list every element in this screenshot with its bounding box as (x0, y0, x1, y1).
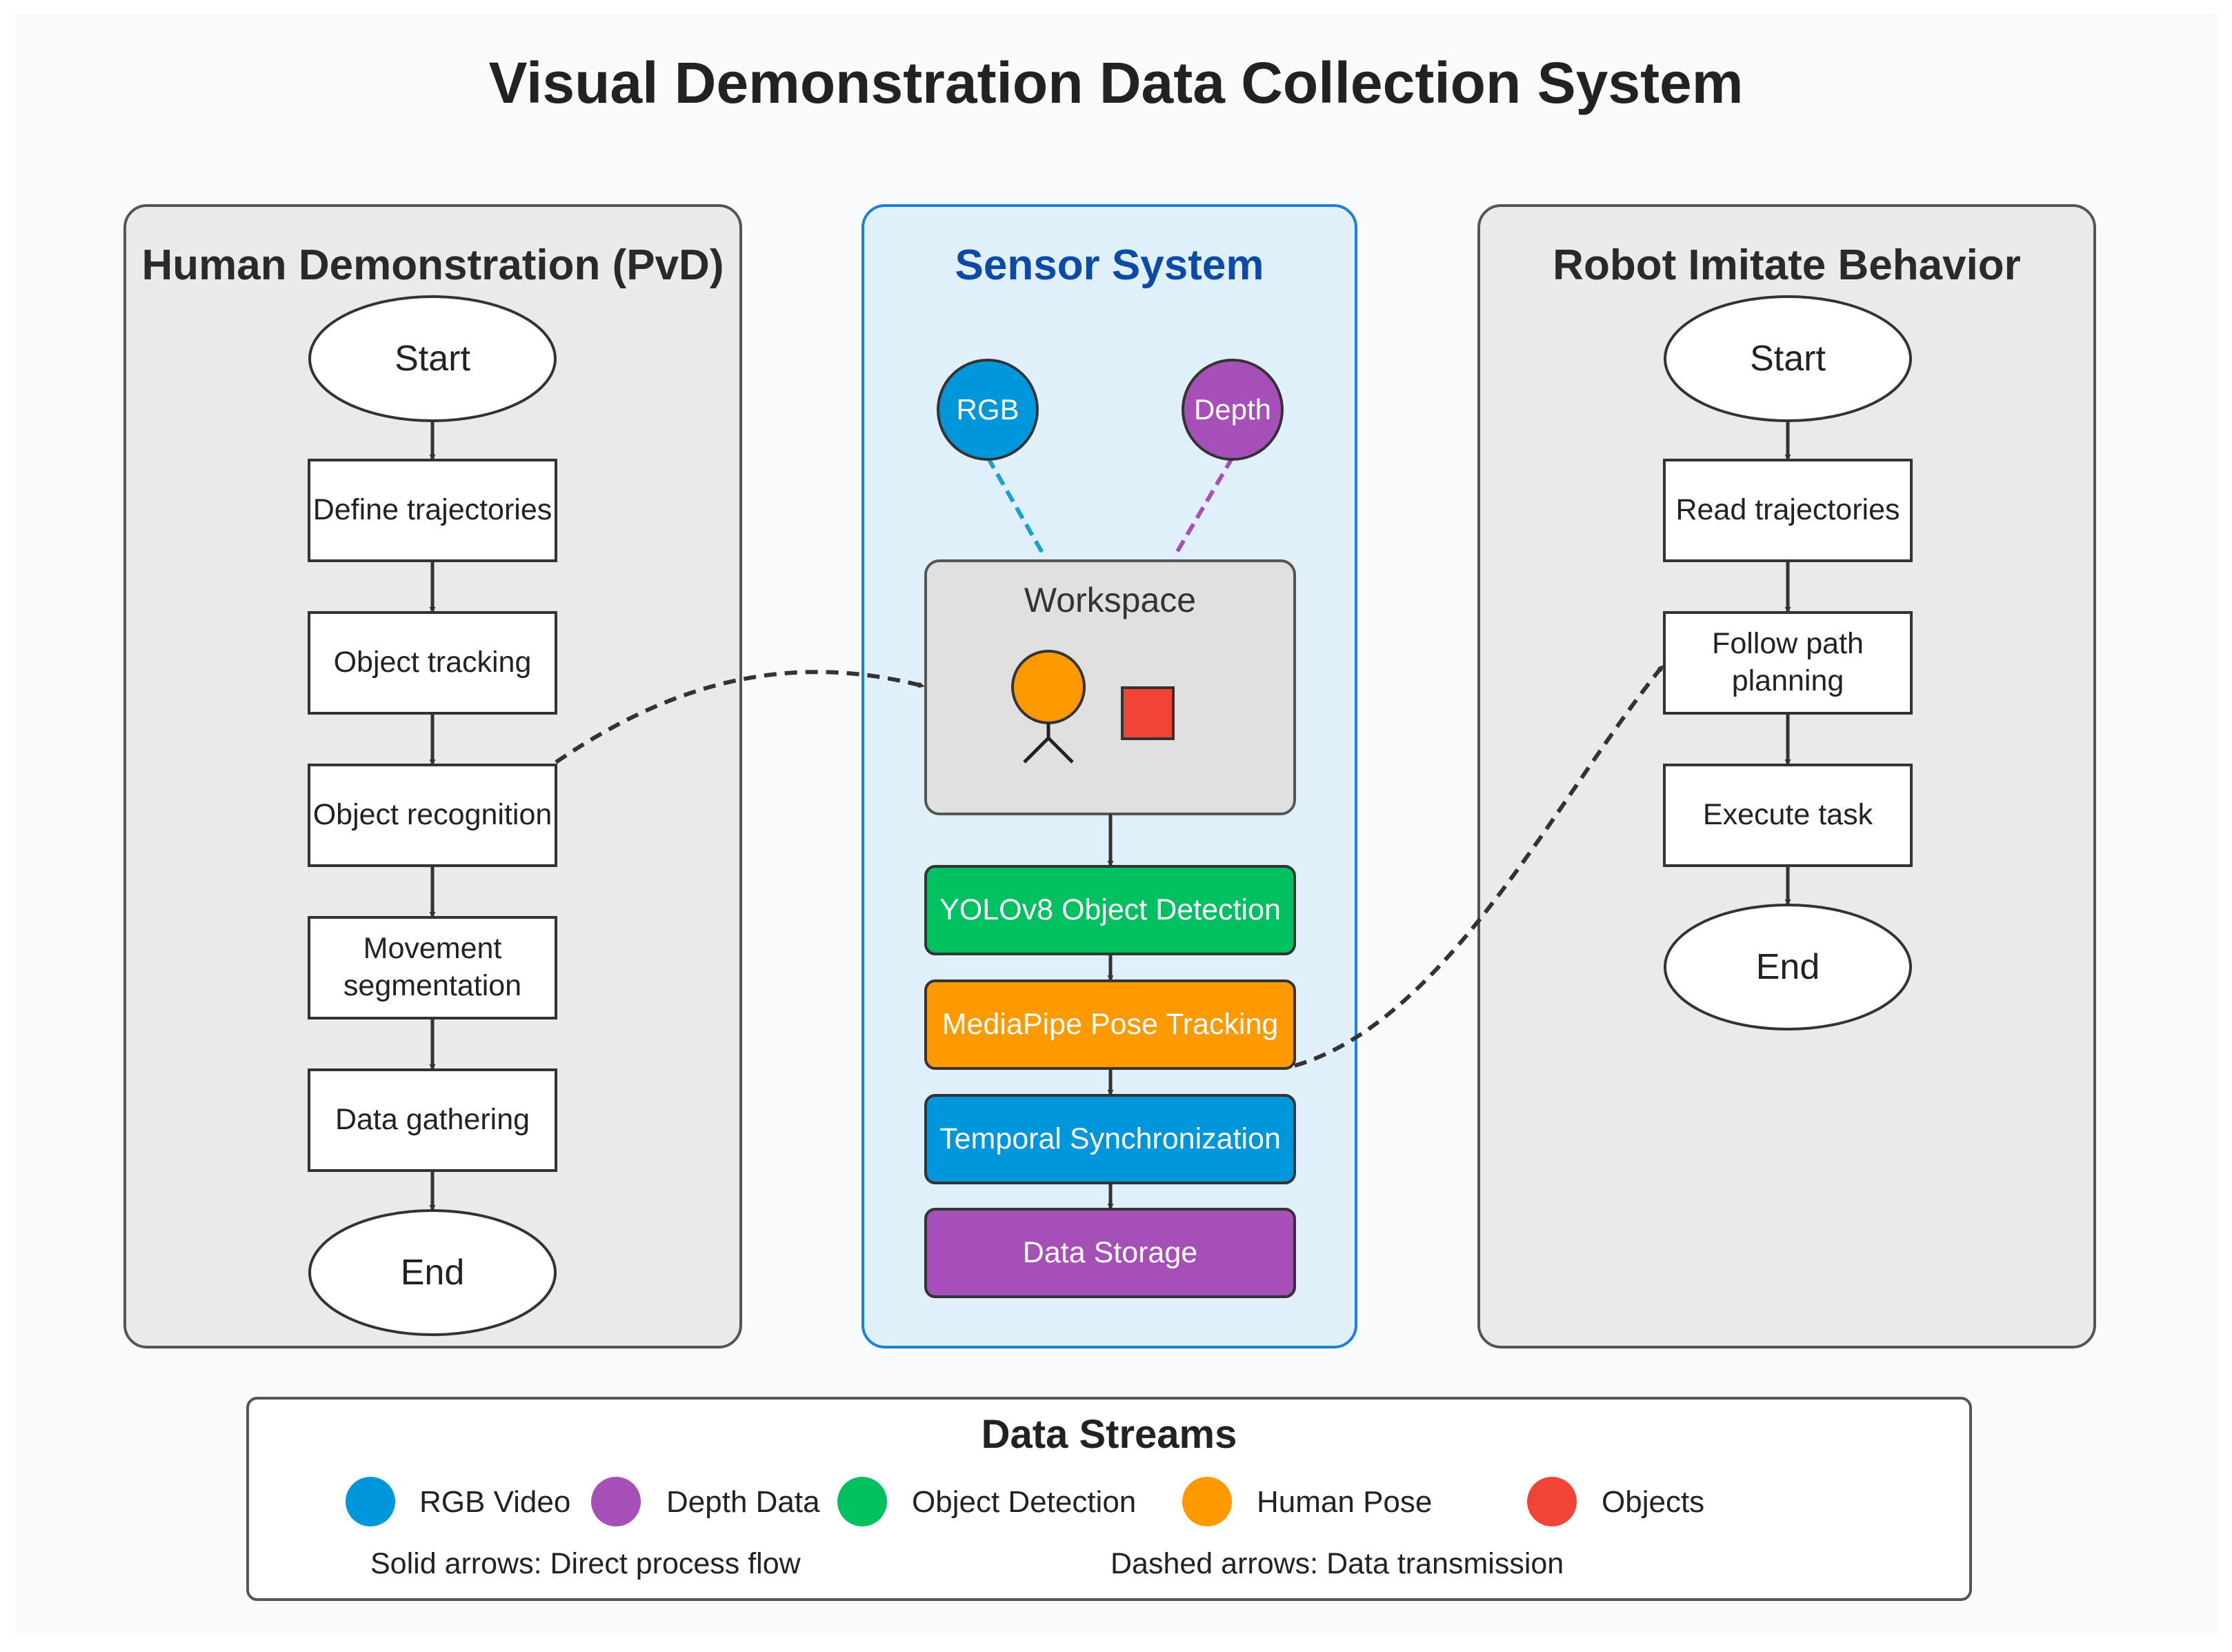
robot-step-label: Read trajectories (1675, 493, 1900, 527)
robot-step-label: Follow path planning (1712, 627, 1864, 697)
rgb-sensor-label: RGB (956, 392, 1019, 426)
depth-sensor (1182, 359, 1284, 461)
human-end-label: End (400, 1252, 465, 1293)
sensor-panel-title: Sensor System (955, 241, 1264, 290)
legend-item-label: Human Pose (1257, 1484, 1433, 1519)
diagram-title: Visual Demonstration Data Collection Sys… (488, 50, 1744, 115)
human-step-label: Movement segmentation (343, 932, 522, 1002)
legend-solid-note: Solid arrows: Direct process flow (370, 1547, 801, 1581)
legend-depth-swatch (591, 1477, 641, 1526)
workspace-label: Workspace (1024, 580, 1197, 619)
person-icon (1011, 650, 1086, 724)
robot-start-label: Start (1750, 338, 1826, 379)
rgb-sensor (937, 359, 1039, 461)
robot-step-label: Execute task (1702, 798, 1873, 832)
human-step-movement-segmentation (308, 916, 557, 1019)
legend-item-label: Object Detection (912, 1484, 1137, 1519)
depth-sensor-label: Depth (1193, 392, 1272, 426)
legend-item-label: RGB Video (419, 1484, 571, 1519)
legend-box (246, 1397, 1972, 1601)
legend-item-label: Objects (1602, 1484, 1705, 1519)
stage-label: Data Storage (1022, 1235, 1198, 1269)
recognition-to-workspace-arrow (555, 670, 925, 764)
legend-pose-swatch (1182, 1477, 1232, 1526)
person-legs-icon (1023, 723, 1074, 764)
legend-item-label: Depth Data (666, 1484, 820, 1519)
robot-end-label: End (1755, 946, 1820, 987)
legend-rgb-swatch (346, 1477, 395, 1526)
pose-to-robot-arrow (1294, 664, 1665, 1068)
legend-dashed-note: Dashed arrows: Data transmission (1110, 1547, 1564, 1581)
human-step-label: Object recognition (312, 798, 552, 832)
human-start-label: Start (395, 338, 470, 379)
human-step-define-trajectories (308, 459, 557, 562)
human-step-label: Object tracking (333, 646, 532, 679)
robot-step-execute-task (1663, 764, 1913, 867)
stage-label: YOLOv8 Object Detection (939, 893, 1281, 926)
human-step-label: Data gathering (335, 1103, 530, 1137)
human-panel-title: Human Demonstration (PvD) (141, 241, 724, 290)
human-step-object-recognition (308, 764, 557, 867)
stage-label: Temporal Synchronization (939, 1122, 1281, 1155)
human-step-object-tracking (308, 611, 557, 715)
human-step-label: Define trajectories (312, 493, 552, 527)
stage-label: MediaPipe Pose Tracking (941, 1007, 1279, 1041)
robot-panel-title: Robot Imitate Behavior (1553, 241, 2021, 290)
legend-title: Data Streams (981, 1411, 1237, 1457)
object-square-icon (1121, 686, 1175, 740)
legend-detection-swatch (837, 1477, 887, 1526)
depth-feed-line (1172, 456, 1235, 559)
legend-objects-swatch (1527, 1477, 1577, 1526)
